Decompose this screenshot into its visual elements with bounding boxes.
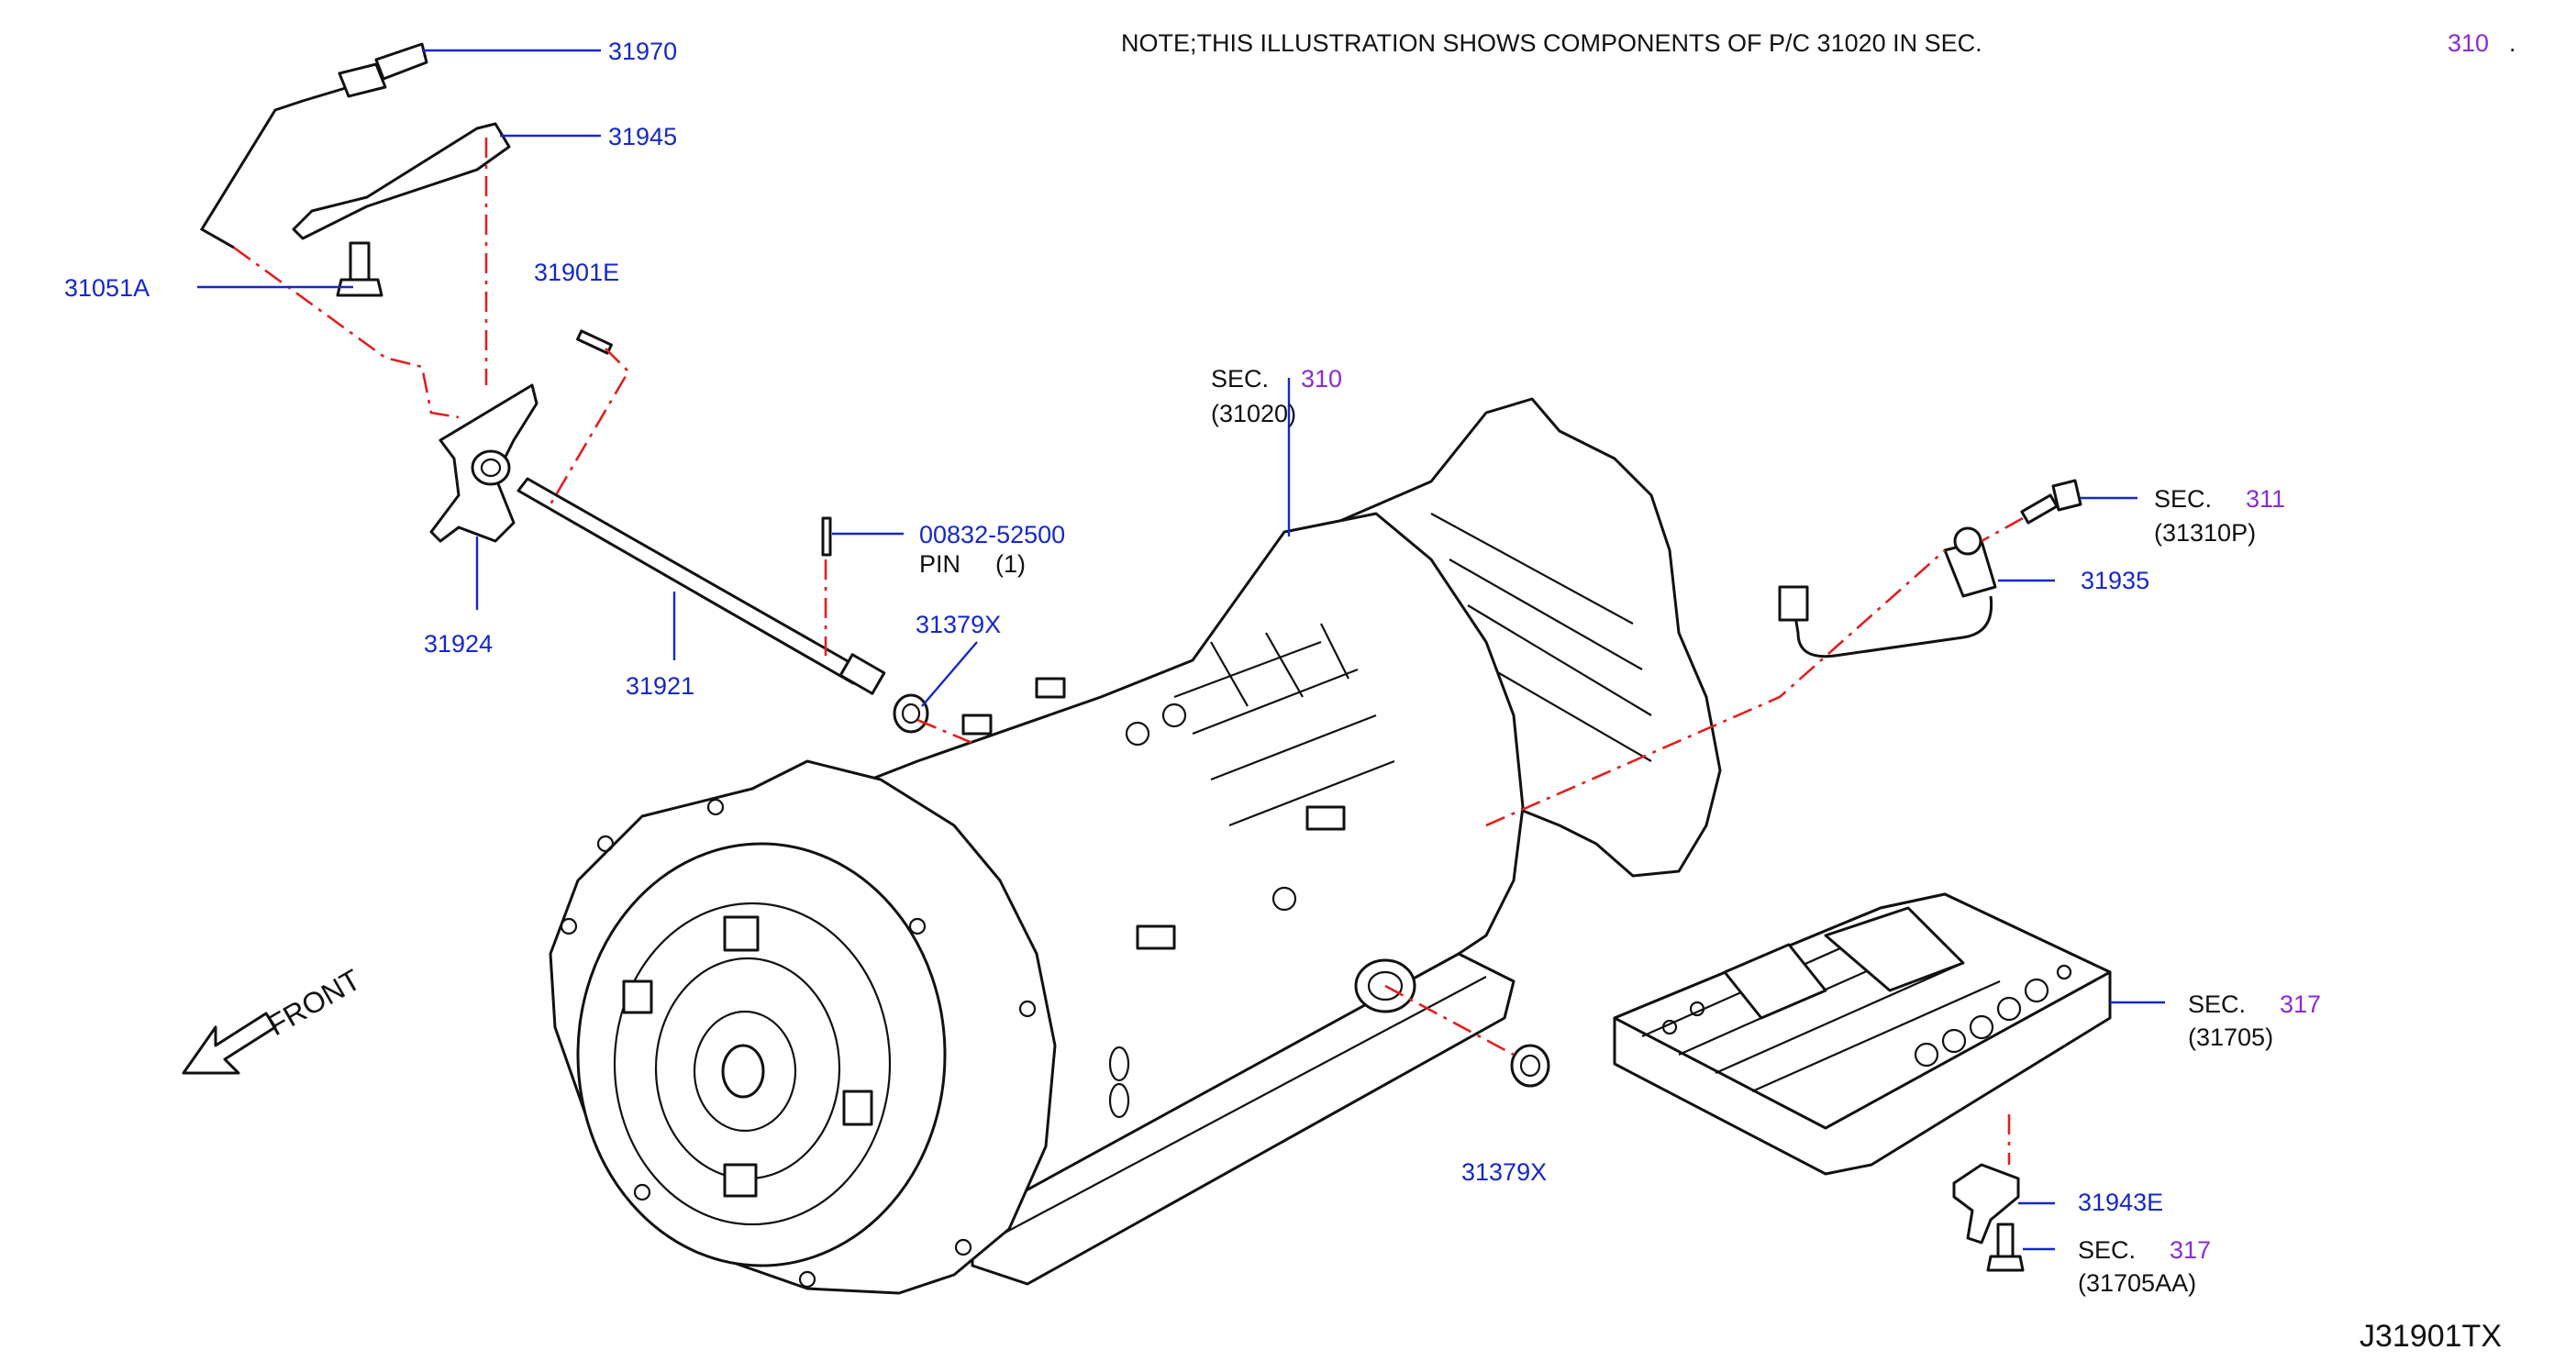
bracket-31943E[interactable] <box>1952 1163 2020 1245</box>
sec-bolt-prefix: SEC. <box>2078 1236 2136 1264</box>
shift-rod-31970[interactable] <box>199 42 428 249</box>
diagram-ref-code: J31901TX <box>2359 1319 2502 1354</box>
manual-shaft-31921[interactable] <box>516 477 886 695</box>
assembly-guide-lines <box>233 138 2024 1165</box>
oil-seal-31379X-top[interactable] <box>893 693 929 734</box>
part-label-31935[interactable]: 31935 <box>2081 567 2149 594</box>
sec-sensor-link[interactable]: 311 <box>2246 485 2285 513</box>
sec-sensor-prefix: SEC. <box>2154 485 2212 513</box>
sec-trans-prefix: SEC. <box>1211 365 1269 393</box>
note-sec-link[interactable]: 310 <box>2448 29 2489 57</box>
front-arrow-icon <box>182 1012 277 1075</box>
sec-bolt-link[interactable]: 317 <box>2170 1236 2211 1264</box>
sec-bolt-code: (31705AA) <box>2078 1269 2196 1297</box>
part-label-31051A[interactable]: 31051A <box>64 274 150 302</box>
detent-spring-31945[interactable] <box>292 122 511 240</box>
bolt-sec-317[interactable] <box>1986 1223 2025 1272</box>
pin-label: PIN <box>919 550 960 578</box>
sensor-31935[interactable] <box>1778 526 1997 658</box>
pin-quantity: (1) <box>995 550 1026 578</box>
sec-sensor-code: (31310P) <box>2154 519 2256 547</box>
sec-trans-link[interactable]: 310 <box>1301 365 1342 393</box>
note-text: NOTE;THIS ILLUSTRATION SHOWS COMPONENTS … <box>1121 29 1982 57</box>
sec-trans-code: (31020) <box>1211 400 1296 427</box>
part-label-31924[interactable]: 31924 <box>424 630 493 658</box>
part-label-31901E[interactable]: 31901E <box>534 259 619 286</box>
sec-valve-prefix: SEC. <box>2188 990 2246 1018</box>
transmission-assembly[interactable] <box>549 397 1722 1295</box>
part-label-31943E[interactable]: 31943E <box>2078 1189 2163 1216</box>
oil-seal-31379X-bottom[interactable] <box>1510 1044 1550 1088</box>
sec-valve-link[interactable]: 317 <box>2280 990 2321 1018</box>
leader-lines <box>197 49 2165 1251</box>
part-label-31379X-top[interactable]: 31379X <box>916 611 1001 638</box>
bolt-31051A[interactable] <box>336 241 383 297</box>
part-label-31945[interactable]: 31945 <box>608 123 677 150</box>
part-label-31379X-bottom[interactable]: 31379X <box>1461 1158 1547 1186</box>
pin-31901E[interactable] <box>576 329 613 355</box>
part-label-31970[interactable]: 31970 <box>608 38 677 65</box>
sec-valve-code: (31705) <box>2188 1024 2273 1051</box>
bolt-sec-311[interactable] <box>2020 479 2082 525</box>
pin-00832-52500[interactable] <box>821 516 832 557</box>
manual-plate-31924[interactable] <box>429 383 539 543</box>
note-dot: . <box>2509 29 2516 57</box>
part-label-31921[interactable]: 31921 <box>626 672 694 700</box>
front-label: FRONT <box>262 963 366 1042</box>
control-valve-assembly[interactable] <box>1613 892 2112 1176</box>
part-label-00832-52500[interactable]: 00832-52500 <box>919 521 1065 548</box>
